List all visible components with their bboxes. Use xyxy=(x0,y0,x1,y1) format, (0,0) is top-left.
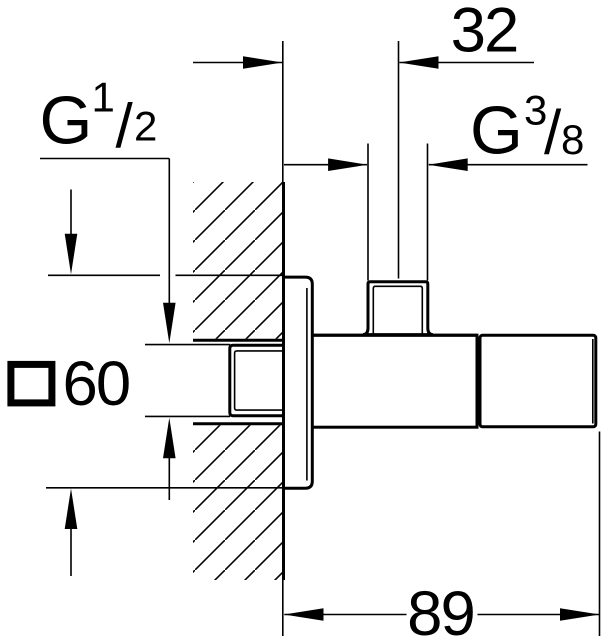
escutcheon-size-label: 60 xyxy=(7,349,131,419)
escutcheon-plate xyxy=(282,275,314,490)
g38-nut-inner-line xyxy=(372,285,424,334)
dimension-89 xyxy=(284,431,601,636)
arrowhead-down xyxy=(163,302,176,344)
wall-hatch xyxy=(193,182,283,580)
arrowhead-up xyxy=(64,488,78,529)
handle xyxy=(478,333,598,429)
valve-body xyxy=(310,333,479,429)
g12-denominator: 2 xyxy=(134,102,157,149)
thread-g12-label: G 1 / 2 xyxy=(40,74,158,162)
wall-hatch-upper xyxy=(193,182,283,339)
wall-hatch-lower xyxy=(193,425,283,580)
g38-nut xyxy=(362,280,433,337)
arrowhead-right xyxy=(328,158,368,171)
dimension-g12 xyxy=(40,157,230,500)
dimension-60 xyxy=(46,189,283,576)
arrowhead-left xyxy=(399,56,439,69)
escutcheon xyxy=(282,275,314,490)
arrowhead-left xyxy=(428,158,468,171)
thread-g38-label: G 3 / 8 xyxy=(470,86,584,168)
g38-prefix: G xyxy=(470,92,523,168)
dimension-labels: 32 G 3 / 8 G 1 / 2 60 89 xyxy=(7,0,584,640)
dimension-g38 xyxy=(284,143,588,281)
g12-nut-body xyxy=(228,343,287,418)
arrowhead-right xyxy=(560,608,600,621)
arrowhead-right xyxy=(243,56,283,69)
dimension-lines xyxy=(40,41,601,636)
arrowhead-down xyxy=(64,233,78,275)
g12-numerator: 1 xyxy=(92,74,115,121)
dim-89-label: 89 xyxy=(407,579,474,640)
dim-60-label: 60 xyxy=(63,349,130,419)
g38-nut-body xyxy=(362,280,433,337)
g12-prefix: G xyxy=(40,82,93,158)
g38-slash: / xyxy=(544,98,562,167)
dimension-32 xyxy=(193,56,534,69)
g38-denominator: 8 xyxy=(561,116,584,163)
handle-body xyxy=(478,333,598,429)
g12-slash: / xyxy=(116,92,134,161)
g38-numerator: 3 xyxy=(524,86,547,133)
arrowhead-left xyxy=(284,608,324,621)
wall-hole xyxy=(193,338,285,426)
g12-nut xyxy=(228,343,287,418)
dim-32-label: 32 xyxy=(451,0,518,66)
square-symbol xyxy=(7,360,56,407)
g12-nut-inner-line xyxy=(233,350,285,411)
arrowhead-up xyxy=(163,417,176,459)
